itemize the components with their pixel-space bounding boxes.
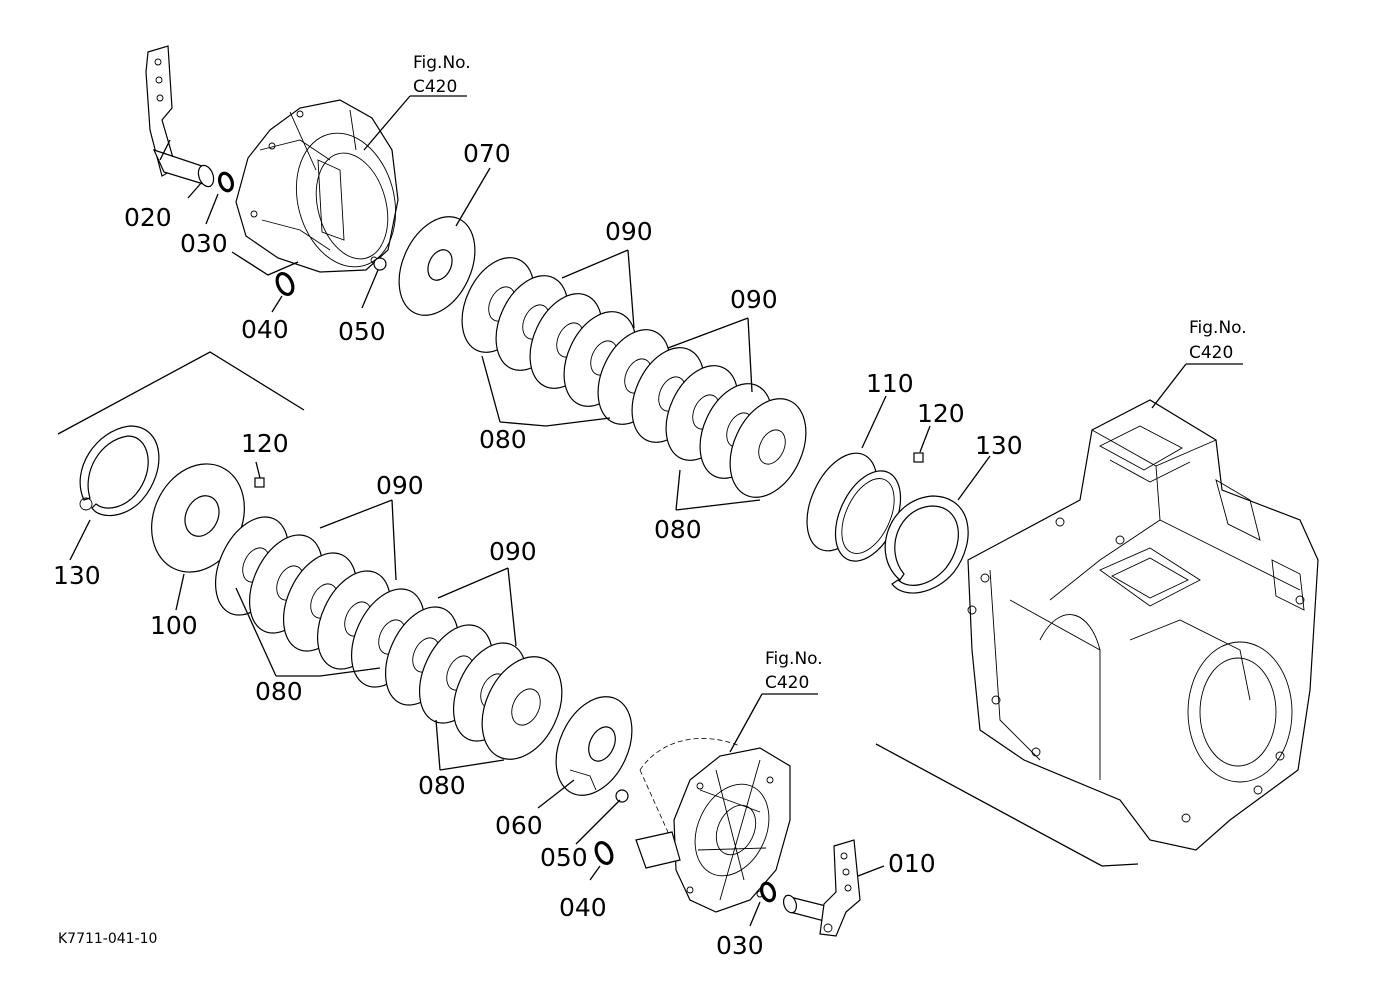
snap-ring-130-left (79, 425, 160, 517)
piston-110 (806, 452, 902, 562)
figure-reference-top: Fig.No. C420 (413, 53, 471, 97)
transmission-case (967, 399, 1319, 851)
part-number-120-right: 120 (917, 399, 965, 428)
pin-120-right (913, 452, 924, 463)
part-number-080-b: 080 (654, 515, 702, 544)
part-number-090-b: 090 (730, 285, 778, 314)
part-number-090-d: 090 (489, 537, 537, 566)
part-number-080-d: 080 (418, 771, 466, 800)
part-number-010: 010 (888, 849, 936, 878)
ball-050-bottom (615, 789, 629, 803)
part-number-030-bottom: 030 (716, 931, 764, 960)
fig-label: Fig.No. (1189, 318, 1247, 338)
clutch-disc-stack-bottom (215, 516, 563, 760)
part-number-130-right: 130 (975, 431, 1023, 460)
o-ring-030-bottom (759, 881, 777, 903)
shift-lever-020 (145, 45, 215, 188)
o-ring-040-bottom (594, 841, 614, 865)
part-number-090-c: 090 (376, 471, 424, 500)
clutch-disc-stack-top (461, 257, 807, 498)
fig-code: C420 (1189, 343, 1233, 363)
part-number-110: 110 (866, 369, 914, 398)
part-number-040-top: 040 (241, 315, 289, 344)
o-ring-040-top (275, 272, 295, 296)
figure-reference-right: Fig.No. C420 (1189, 318, 1247, 363)
o-ring-030-top (217, 171, 235, 193)
part-number-070: 070 (463, 139, 511, 168)
part-number-080-c: 080 (255, 677, 303, 706)
part-number-100: 100 (150, 611, 198, 640)
drawing-reference-code: K7711-041-10 (58, 931, 157, 947)
part-number-030-top: 030 (180, 229, 228, 258)
part-number-130-left: 130 (53, 561, 101, 590)
part-number-080-a: 080 (479, 425, 527, 454)
part-number-060: 060 (495, 811, 543, 840)
fig-code: C420 (765, 673, 809, 693)
part-number-050-bottom: 050 (540, 843, 588, 872)
part-number-090-a: 090 (605, 217, 653, 246)
leader-lines (57, 95, 1243, 927)
clutch-housing-top (235, 99, 399, 273)
snap-ring-130-right (884, 495, 969, 594)
figure-reference-bottom: Fig.No. C420 (765, 649, 823, 693)
plate-060 (555, 696, 633, 796)
part-number-050-top: 050 (338, 317, 386, 346)
clutch-housing-bottom (635, 738, 791, 913)
part-number-020: 020 (124, 203, 172, 232)
plate-100 (151, 463, 245, 573)
fig-label: Fig.No. (765, 649, 823, 669)
fig-code: C420 (413, 77, 457, 97)
part-number-040-bottom: 040 (559, 893, 607, 922)
pressure-plate-070 (398, 216, 476, 316)
ball-050-top (373, 257, 387, 271)
part-number-120-left: 120 (241, 429, 289, 458)
shift-lever-010 (782, 839, 861, 937)
fig-label: Fig.No. (413, 53, 471, 73)
pin-120-left (254, 477, 265, 488)
